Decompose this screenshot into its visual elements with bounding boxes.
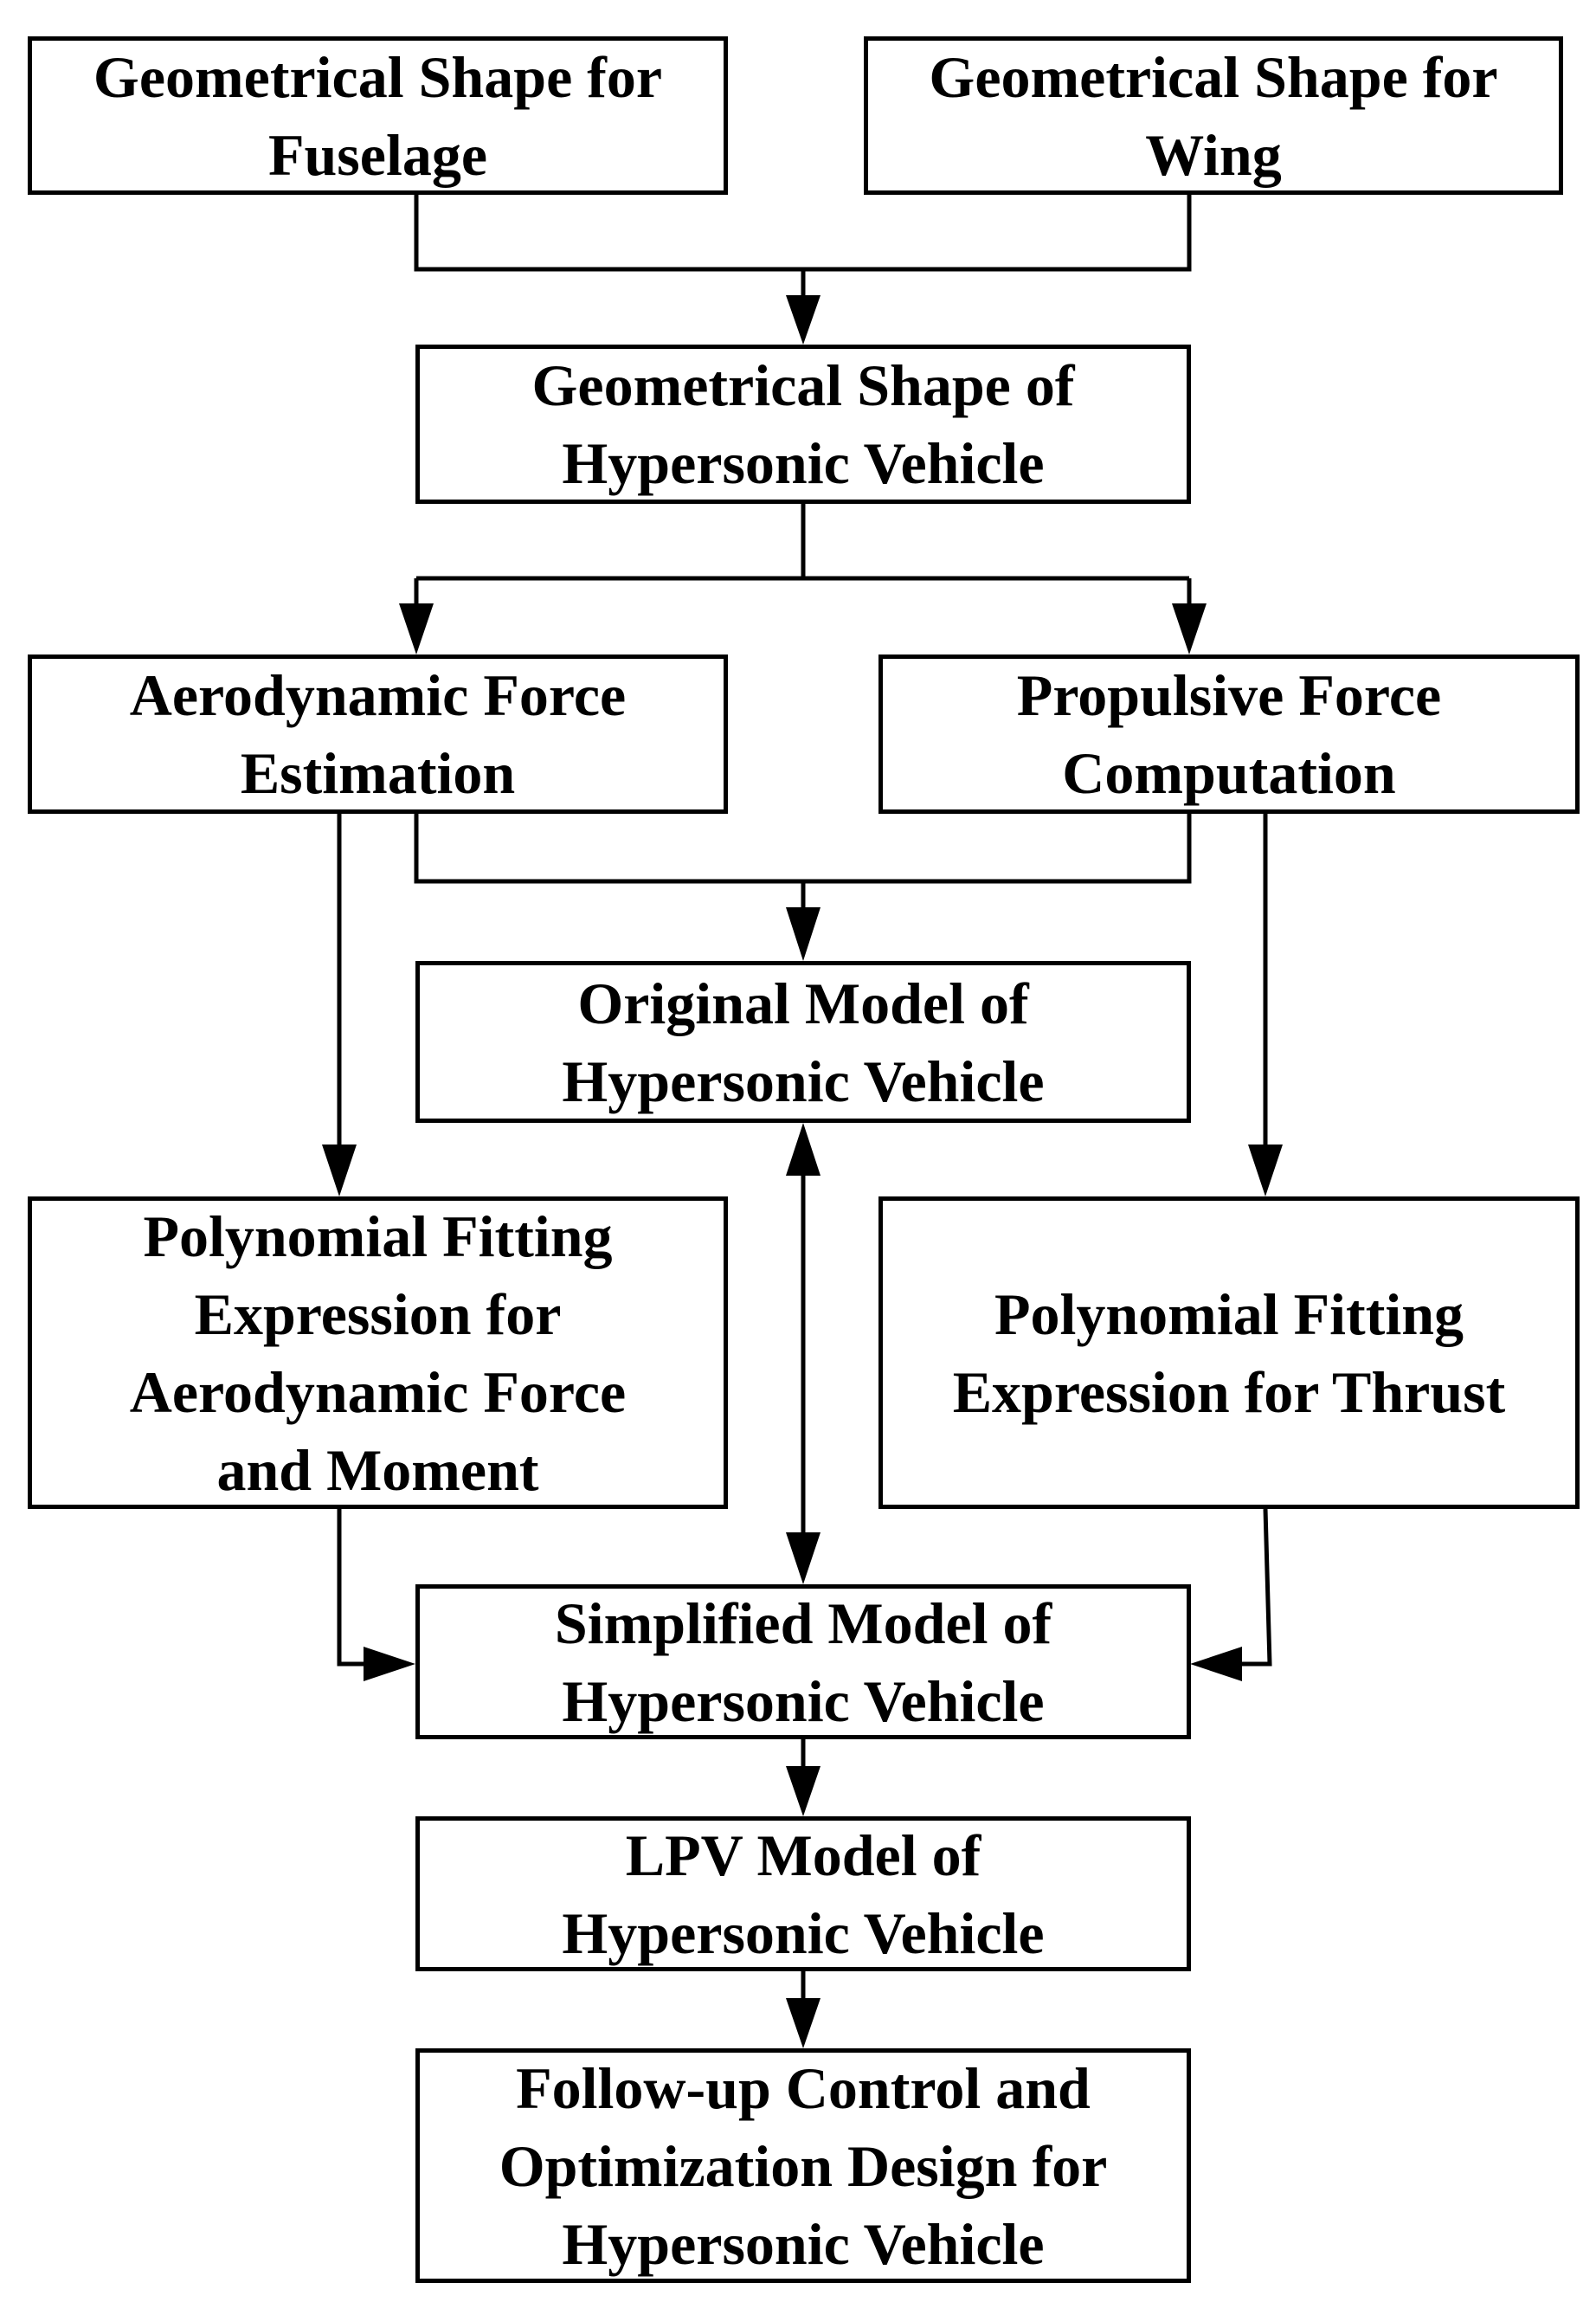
node-label-line: Hypersonic Vehicle — [562, 1667, 1045, 1734]
edge-fuselage-to-vehicle-shape — [414, 195, 803, 272]
node-simplified-model: Simplified Model of Hypersonic Vehicle — [415, 1584, 1191, 1739]
node-label-line: Polynomial Fitting — [994, 1280, 1464, 1347]
edge-poly-aero-to-simplified — [337, 1509, 376, 1667]
arrowhead — [786, 907, 821, 961]
node-label-line: Aerodynamic Force — [129, 662, 627, 728]
arrowhead — [786, 1766, 821, 1816]
node-label-line: LPV Model of — [625, 1822, 981, 1888]
node-label-line: Estimation — [240, 740, 516, 806]
node-label-line: Hypersonic Vehicle — [562, 430, 1045, 496]
node-label-line: Propulsive Force — [1016, 662, 1442, 728]
node-label-line: Hypersonic Vehicle — [562, 2210, 1045, 2277]
node-lpv-model: LPV Model of Hypersonic Vehicle — [415, 1816, 1191, 1971]
node-label-line: Hypersonic Vehicle — [562, 1048, 1045, 1114]
edge-poly-thrust-to-simplified — [1231, 1508, 1272, 1667]
node-label-line: Original Model of — [577, 970, 1029, 1036]
node-label-line: Optimization Design for — [499, 2132, 1108, 2199]
node-label-line: Wing — [1145, 121, 1282, 188]
arrowhead — [1190, 1647, 1242, 1681]
node-label-line: and Moment — [216, 1436, 539, 1503]
node-label-line: Simplified Model of — [554, 1589, 1052, 1656]
node-label-line: Computation — [1062, 740, 1396, 806]
arrowhead — [786, 295, 821, 345]
node-label-line: Geometrical Shape for — [93, 43, 663, 110]
node-label-line: Expression for — [194, 1280, 562, 1347]
edge-wing-to-vehicle-shape — [803, 195, 1192, 272]
node-label-line: Polynomial Fitting — [143, 1203, 613, 1269]
arrowhead — [364, 1647, 415, 1681]
edge-aero-to-original — [414, 814, 1192, 884]
arrowhead — [1172, 603, 1207, 654]
node-label-line: Hypersonic Vehicle — [562, 1899, 1045, 1966]
node-label-line: Geometrical Shape of — [531, 352, 1075, 418]
node-label-line: Geometrical Shape for — [929, 43, 1498, 110]
node-original-model: Original Model of Hypersonic Vehicle — [415, 961, 1191, 1123]
node-label-line: Follow-up Control and — [516, 2054, 1091, 2121]
arrowhead — [399, 603, 434, 654]
arrowhead — [786, 1532, 821, 1584]
arrowhead — [1248, 1145, 1283, 1196]
node-label-line: Aerodynamic Force — [129, 1358, 627, 1425]
node-vehicle-shape: Geometrical Shape of Hypersonic Vehicle — [415, 345, 1191, 504]
arrowhead — [786, 1998, 821, 2048]
arrowhead — [786, 1123, 821, 1176]
arrowhead — [322, 1145, 357, 1196]
node-label-line: Expression for Thrust — [952, 1358, 1506, 1425]
node-label-line: Fuselage — [267, 121, 488, 188]
